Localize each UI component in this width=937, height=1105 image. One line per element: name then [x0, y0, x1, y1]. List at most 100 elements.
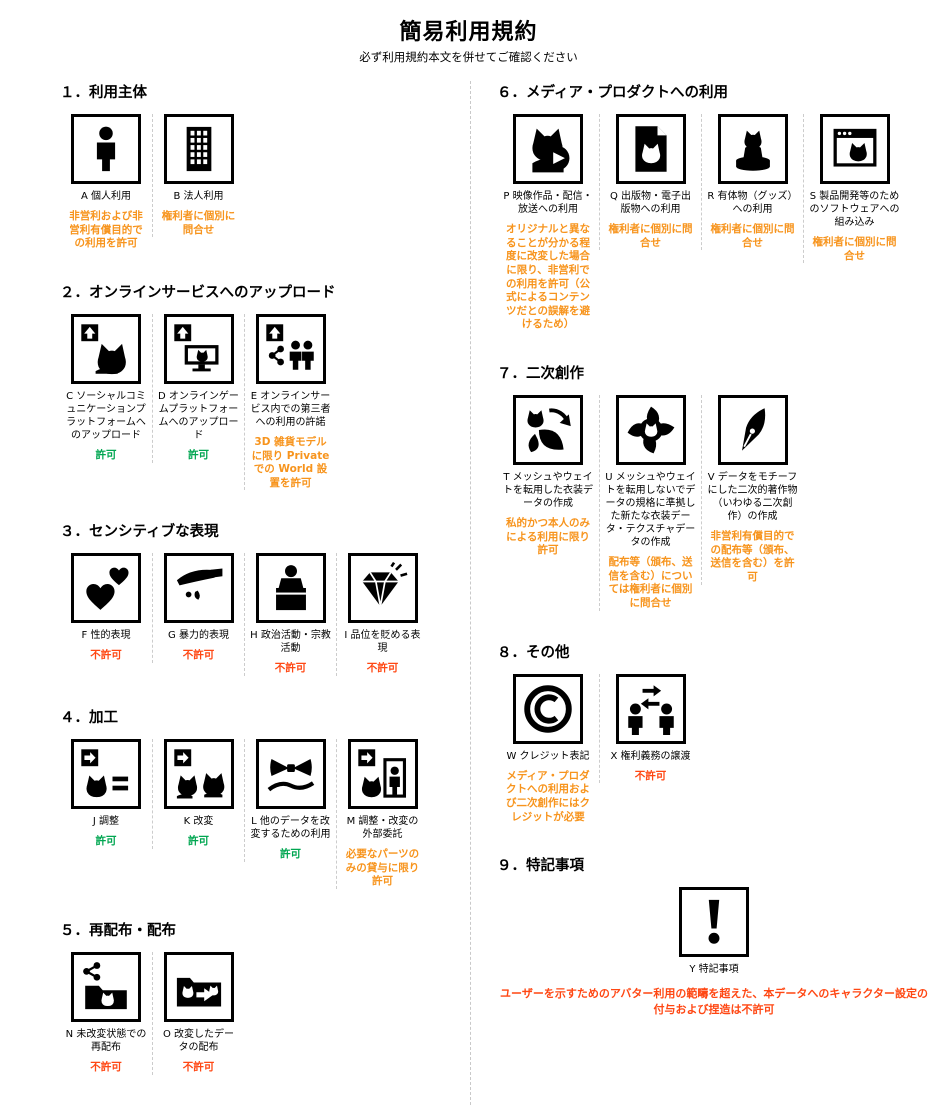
hearts-icon: [71, 553, 141, 624]
item-label: G 暴力的表現: [168, 630, 229, 642]
copyright-icon: [513, 673, 583, 744]
item-label: L 他のデータを改変するための利用: [250, 816, 331, 841]
modify-icon: [163, 739, 234, 810]
item-label: R 有体物（グッズ）への利用: [707, 191, 798, 215]
license-item: P 映像作品・配信・放送への利用オリジナルと異なることが分かる程度に改変した場合…: [497, 114, 599, 332]
item-label: K 改変: [183, 816, 214, 828]
item-status: 3D 雑貨モデルに限り Private での World 設置を許可: [251, 435, 330, 489]
item-status: 不許可: [90, 649, 122, 662]
item-label: U メッシュやウェイトを転用しないでデータの規格に準拠した新たな衣装データ・テク…: [605, 472, 696, 549]
license-item: R 有体物（グッズ）への利用権利者に個別に問合せ: [701, 114, 803, 251]
item-label: P 映像作品・配信・放送への利用: [503, 191, 593, 215]
item-status: 許可: [280, 848, 301, 861]
license-section: ７．二次創作 T メッシュやウェイトを転用した衣装データの作成私的かつ本人のみによ…: [497, 362, 931, 611]
item-label: O 改変したデータの配布: [162, 1029, 235, 1054]
item-status: 非営利および非営利有償目的での利用を許可: [69, 210, 143, 250]
ribbon-icon: [255, 739, 326, 810]
costume-icon: [615, 395, 686, 466]
section-title: ９．特記事項: [497, 858, 584, 875]
transfer-icon: [615, 673, 686, 744]
upload-social-icon: [71, 313, 141, 384]
license-item: D オンラインゲームプラットフォームへのアップロード許可: [152, 313, 244, 463]
adjust-icon: [71, 739, 141, 810]
license-item: B 法人利用権利者に個別に問合せ: [152, 114, 244, 238]
item-status: 不許可: [182, 1061, 215, 1074]
license-item: I 品位を貶める表現不許可: [336, 553, 428, 677]
item-label: S 製品開発等のためのソフトウェアへの組み込み: [809, 191, 900, 228]
right-column: ６．メディア・プロダクトへの利用 P 映像作品・配信・放送への利用オリジナルと異な…: [470, 81, 937, 1105]
license-section: ６．メディア・プロダクトへの利用 P 映像作品・配信・放送への利用オリジナルと異な…: [497, 81, 931, 332]
item-label: Y 特記事項: [689, 964, 739, 976]
section-items: N 未改変状態での再配布不許可 O 改変したデータの配布不許可: [60, 952, 462, 1075]
license-item: J 調整許可: [60, 739, 152, 849]
license-item: Q 出版物・電子出版物への利用権利者に個別に問合せ: [599, 114, 701, 251]
license-item: Y 特記事項: [663, 887, 765, 976]
knife-icon: [163, 553, 234, 624]
license-item: S 製品開発等のためのソフトウェアへの組み込み権利者に個別に問合せ: [803, 114, 905, 264]
item-status: 不許可: [90, 1061, 122, 1074]
license-item: F 性的表現不許可: [60, 553, 152, 663]
item-status: 不許可: [182, 649, 215, 662]
gem-icon: [347, 553, 418, 624]
item-label: T メッシュやウェイトを転用した衣装データの作成: [503, 472, 593, 510]
license-item: G 暴力的表現不許可: [152, 553, 244, 664]
item-status: 非営利有償目的での配布等（頒布、送信を含む）を許可: [710, 530, 795, 584]
page-header: 簡易利用規約 必ず利用規約本文を併せてご確認ください: [0, 14, 937, 65]
license-item: A 個人利用非営利および非営利有償目的での利用を許可: [60, 114, 152, 251]
item-label: W クレジット表記: [506, 750, 590, 762]
item-status: 許可: [188, 835, 209, 848]
license-item: U メッシュやウェイトを転用しないでデータの規格に準拠した新たな衣装データ・テク…: [599, 395, 701, 611]
section-title: ４．加工: [60, 710, 118, 727]
license-item: H 政治活動・宗教活動不許可: [244, 553, 336, 677]
page-title: 簡易利用規約: [399, 20, 538, 45]
section-title: ８．その他: [497, 644, 570, 661]
item-label: H 政治活動・宗教活動: [250, 630, 331, 655]
license-item: C ソーシャルコミュニケーションプラットフォームへのアップロード許可: [60, 313, 152, 463]
item-label: X 権利義務の譲渡: [610, 750, 691, 762]
item-label: Q 出版物・電子出版物への利用: [609, 191, 692, 215]
license-item: L 他のデータを改変するための利用許可: [244, 739, 336, 862]
license-item: E オンラインサービス内での第三者への利用の許諾 3D 雑貨モデルに限り Priv…: [244, 313, 336, 491]
exclamation-icon: [679, 887, 749, 958]
item-status: 権利者に個別に問合せ: [812, 236, 897, 262]
item-status: 必要なパーツのみの貸与に限り許可: [345, 848, 420, 888]
item-status: 私的かつ本人のみによる利用に限り許可: [506, 517, 590, 557]
item-label: B 法人利用: [173, 191, 224, 202]
section-items: Y 特記事項: [497, 887, 931, 976]
item-label: D オンラインゲームプラットフォームへのアップロード: [158, 390, 239, 441]
software-icon: [819, 114, 890, 184]
item-status: 不許可: [634, 769, 667, 782]
item-status: 不許可: [366, 662, 399, 675]
publication-icon: [615, 114, 686, 184]
item-label: E オンラインサービス内での第三者への利用の許諾: [250, 390, 331, 428]
section-title: ６．メディア・プロダクトへの利用: [497, 85, 728, 101]
item-label: V データをモチーフにした二次的著作物（いわゆる二次創作）の作成: [707, 472, 798, 523]
license-item: N 未改変状態での再配布不許可: [60, 952, 152, 1075]
item-label: I 品位を貶める表現: [344, 630, 421, 655]
item-status: メディア・プロダクトへの利用および二次創作にはクレジットが必要: [506, 769, 590, 823]
item-status: 配布等（頒布、送信を含む）については権利者に個別に問合せ: [608, 556, 693, 610]
section-title: ７．二次創作: [497, 366, 584, 383]
item-status: 許可: [95, 448, 117, 461]
item-label: N 未改変状態での再配布: [65, 1029, 147, 1054]
item-label: A 個人利用: [80, 191, 132, 202]
item-status: 許可: [188, 448, 209, 461]
video-icon: [513, 114, 583, 184]
section-title: ３．センシティブな表現: [60, 524, 219, 541]
mesh-reuse-icon: [513, 395, 583, 466]
person-icon: [71, 114, 141, 184]
podium-icon: [255, 553, 326, 624]
section-items: T メッシュやウェイトを転用した衣装データの作成私的かつ本人のみによる利用に限り…: [497, 395, 931, 611]
license-item: V データをモチーフにした二次的著作物（いわゆる二次創作）の作成非営利有償目的で…: [701, 395, 803, 585]
item-label: F 性的表現: [81, 630, 131, 642]
item-status: 権利者に個別に問合せ: [161, 210, 236, 236]
